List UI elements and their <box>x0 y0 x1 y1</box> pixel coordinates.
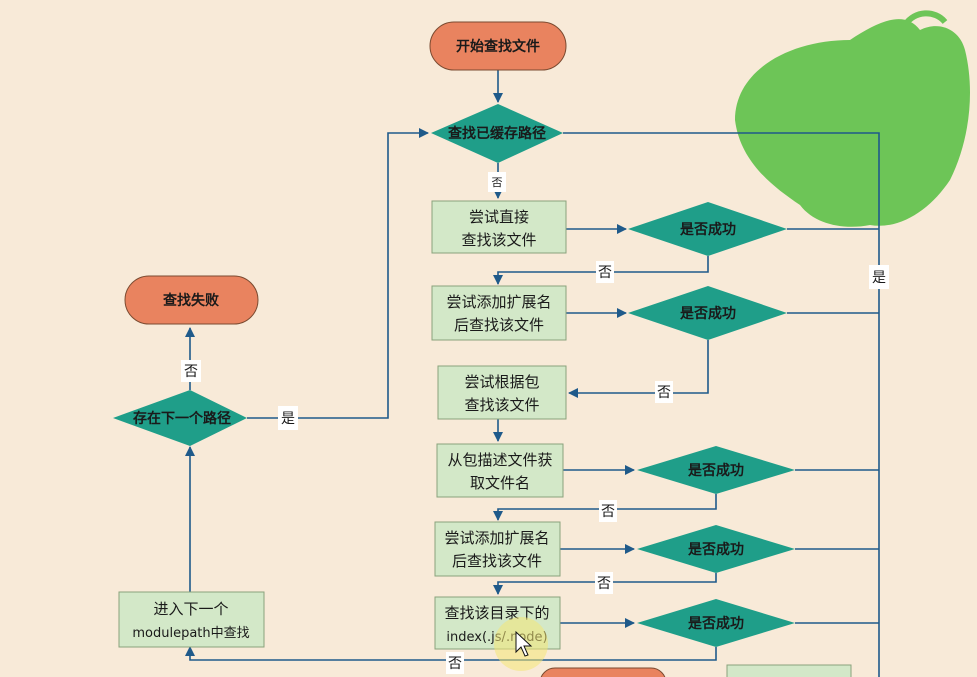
success5-decision <box>637 599 795 647</box>
try-direct-label-1: 尝试直接 <box>469 208 529 226</box>
next-modulepath-label-2: modulepath中查找 <box>132 626 249 641</box>
next-modulepath-label-1: 进入下一个 <box>153 600 228 618</box>
add-ext-box <box>431 285 567 341</box>
no-cached-tag: 否 <box>492 176 503 189</box>
add-ext-label-1: 尝试添加扩展名 <box>446 293 551 311</box>
success2-decision <box>628 286 787 340</box>
yes-right-tag: 是 <box>872 270 886 286</box>
no-cached-tag-bg <box>488 172 506 192</box>
no-s3-tag: 否 <box>601 504 615 520</box>
bottom-terminal-partial <box>540 667 666 677</box>
pkg-desc-box <box>436 443 564 498</box>
start-terminal <box>429 21 567 71</box>
no-s4-tag: 否 <box>597 576 611 592</box>
cached-path-label: 查找已缓存路径 <box>448 125 546 142</box>
has-next-decision <box>113 390 247 446</box>
leaf-stem <box>902 10 948 27</box>
no-s5-tag-bg <box>446 652 464 674</box>
add-ext2-label-1: 尝试添加扩展名 <box>444 529 549 547</box>
mouse-cursor-icon <box>515 630 533 657</box>
no-s3-tag-bg <box>599 500 617 522</box>
fail-terminal <box>124 275 259 325</box>
no-s4-tag-bg <box>595 572 613 594</box>
add-ext2-label-2: 后查找该文件 <box>452 552 542 570</box>
success4-label: 是否成功 <box>688 541 744 558</box>
no-s5-tag: 否 <box>448 656 462 672</box>
yes-next-tag-bg <box>278 406 298 430</box>
yes-right-tag-bg <box>869 265 889 289</box>
yes-next-tag: 是 <box>281 411 295 427</box>
success2-label: 是否成功 <box>680 305 736 322</box>
add-ext-label-2: 后查找该文件 <box>454 316 544 334</box>
no-next-tag: 否 <box>184 364 198 380</box>
try-direct-box <box>431 200 567 254</box>
success3-label: 是否成功 <box>688 462 744 479</box>
by-pkg-box <box>437 365 567 420</box>
has-next-label: 存在下一个路径 <box>133 410 231 427</box>
success1-decision <box>628 202 787 256</box>
no-s2-tag: 否 <box>657 385 671 401</box>
success4-decision <box>637 525 795 573</box>
no-s2-tag-bg <box>655 381 673 403</box>
start-label: 开始查找文件 <box>456 38 540 55</box>
no-s1-tag-bg <box>596 261 614 283</box>
bottom-box-partial <box>726 664 852 677</box>
success3-decision <box>637 446 795 494</box>
success5-label: 是否成功 <box>688 615 744 632</box>
by-pkg-label-2: 查找该文件 <box>464 396 539 414</box>
next-modulepath-box <box>118 591 265 648</box>
try-direct-label-2: 查找该文件 <box>461 231 536 249</box>
index-label-1: 查找该目录下的 <box>444 604 549 622</box>
success1-label: 是否成功 <box>680 221 736 238</box>
fail-label: 查找失败 <box>163 292 220 309</box>
add-ext2-box <box>434 521 561 577</box>
leaf-decoration <box>735 19 970 227</box>
no-next-tag-bg <box>181 360 201 382</box>
by-pkg-label-1: 尝试根据包 <box>464 373 539 391</box>
no-s1-tag: 否 <box>598 265 612 281</box>
pkg-desc-label-1: 从包描述文件获 <box>447 451 552 469</box>
cached-path-decision <box>431 104 563 163</box>
pkg-desc-label-2: 取文件名 <box>470 474 530 492</box>
